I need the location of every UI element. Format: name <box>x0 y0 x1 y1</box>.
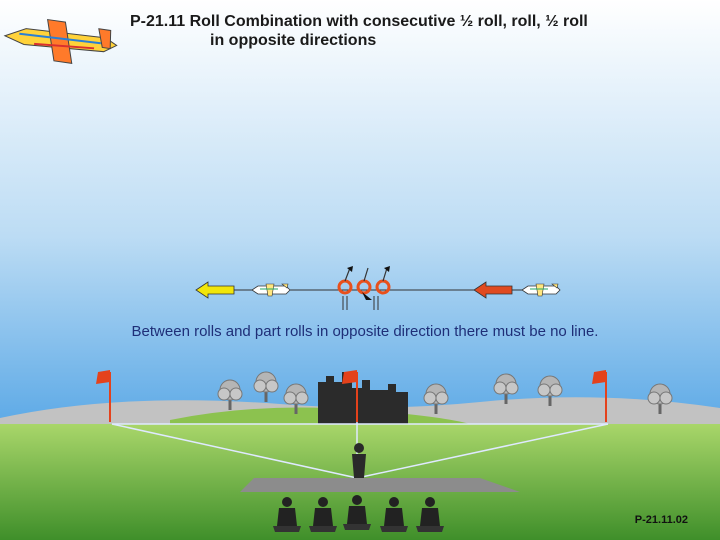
flag-icon <box>342 370 358 422</box>
title-line-1: P-21.11 Roll Combination with consecutiv… <box>130 13 588 30</box>
rule-note: Between rolls and part rolls in opposite… <box>131 323 599 340</box>
runway <box>240 478 520 492</box>
roll-symbol-icon <box>337 266 353 310</box>
flag-icon <box>592 370 607 422</box>
judging-lines <box>111 386 609 479</box>
sky <box>0 0 720 430</box>
exit-arrow <box>195 281 235 299</box>
roll-symbol-icon <box>356 267 372 300</box>
entry-arrow <box>473 281 513 299</box>
page-title: P-21.11 Roll Combination with consecutiv… <box>130 12 710 50</box>
figure-code: P-21.11.02 <box>634 514 688 526</box>
airplane-icon <box>521 283 561 297</box>
airplane-logo-icon <box>3 18 118 64</box>
pilot-icon <box>352 443 366 478</box>
roll-symbol-icon <box>373 266 391 310</box>
flag-icon <box>96 370 111 422</box>
airplane-icon <box>251 283 291 297</box>
castle-icon <box>318 372 408 424</box>
title-line-2: in opposite directions <box>210 32 377 49</box>
